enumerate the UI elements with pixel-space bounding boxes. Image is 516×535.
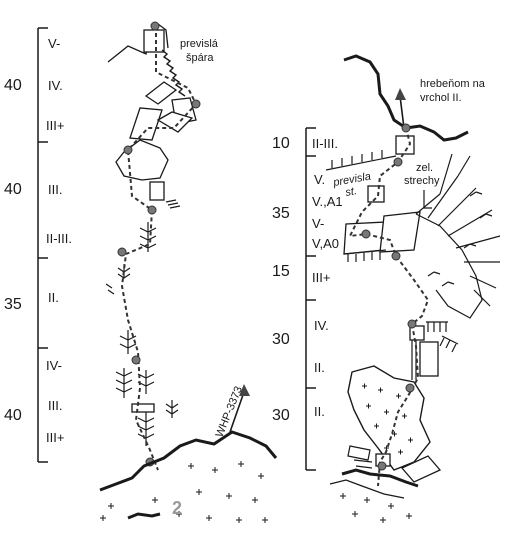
right-grade-7: IV. [314, 318, 329, 333]
right-slab-fringe [343, 249, 387, 262]
crack-note-line1: previslá [180, 38, 219, 50]
route-ref-arrow-head [239, 384, 250, 396]
right-length-1: 10 [272, 135, 290, 152]
ridge-note-line2: vrchol II. [420, 92, 462, 104]
right-ground-pattern [340, 493, 412, 523]
right-top-block [395, 135, 415, 155]
right-mid-block [409, 325, 425, 341]
right-base-details [347, 445, 373, 469]
left-scale [37, 27, 48, 463]
roofs-note-line2: strechy [404, 175, 440, 187]
left-grade-7: IV- [46, 358, 62, 373]
left-grade-3: III+ [46, 118, 64, 133]
right-grade-6: III+ [312, 270, 330, 285]
ridge-note-line1: hrebeňom na [420, 78, 486, 90]
left-route-line [120, 26, 198, 471]
right-base-slab [400, 455, 442, 483]
left-length-1: 40 [4, 77, 22, 94]
left-grade-9: III+ [46, 430, 64, 445]
left-grade-1: V- [48, 36, 60, 51]
right-hatch [426, 321, 459, 353]
right-pillar-block [419, 341, 439, 377]
left-length-4: 40 [4, 407, 22, 424]
summit-ridge [343, 54, 469, 142]
right-length-3: 15 [272, 263, 290, 280]
right-grade-8: II. [314, 360, 325, 375]
left-ledge-block [131, 403, 155, 413]
right-grade-2: V. [314, 172, 325, 187]
right-length-4: 30 [272, 331, 290, 348]
route-ref-arrow-shaft [229, 391, 245, 433]
right-grade-4: V- [312, 216, 324, 231]
left-grade-5: II-III. [46, 231, 72, 246]
right-scale [305, 127, 316, 471]
right-rock-base [347, 365, 431, 471]
crack-note-line2: špára [186, 52, 214, 64]
right-route-line [348, 127, 430, 487]
route-number: 2 [172, 498, 182, 518]
overhang-comb [325, 150, 397, 171]
left-top-block [143, 29, 165, 53]
left-grade-8: III. [48, 398, 62, 413]
right-belay-points [361, 123, 417, 471]
right-length-5: 30 [272, 407, 290, 424]
right-length-2: 35 [272, 205, 290, 222]
left-grade-2: IV. [48, 78, 63, 93]
left-scree-pattern [100, 461, 268, 523]
right-slabs [343, 211, 421, 255]
right-vegetation [423, 190, 493, 287]
left-grass-ledge [115, 139, 169, 181]
right-grade-3: V.,A1 [312, 194, 343, 209]
left-length-3: 35 [4, 296, 22, 313]
left-grade-6: II. [48, 290, 59, 305]
left-grade-4: III. [48, 182, 62, 197]
ridge-arrow-shaft [399, 95, 405, 129]
right-ground-line [341, 468, 419, 488]
right-rock-pattern [362, 383, 413, 455]
green-roof-fan [415, 153, 501, 319]
left-small-block [149, 181, 165, 201]
right-grade-1: II-III. [312, 136, 338, 151]
right-roof-block [367, 185, 385, 203]
left-ground-fragment [127, 512, 161, 520]
crack-symbol [161, 49, 186, 97]
right-grade-9: II. [314, 404, 325, 419]
left-length-2: 40 [4, 181, 22, 198]
left-ground-line [99, 430, 278, 492]
roofs-note-line1: zel. [416, 162, 433, 174]
ridge-arrow-head [395, 88, 406, 100]
right-grade-5: V,A0 [312, 236, 339, 251]
overhang-note-line2: st. [344, 185, 358, 199]
right-ground-edge [329, 479, 405, 499]
left-vegetation [105, 222, 179, 446]
left-belay-points [117, 21, 201, 467]
left-slabs [129, 81, 197, 141]
left-hatch-1 [165, 199, 181, 209]
route-ref-label: WHP-3373 [214, 385, 245, 439]
